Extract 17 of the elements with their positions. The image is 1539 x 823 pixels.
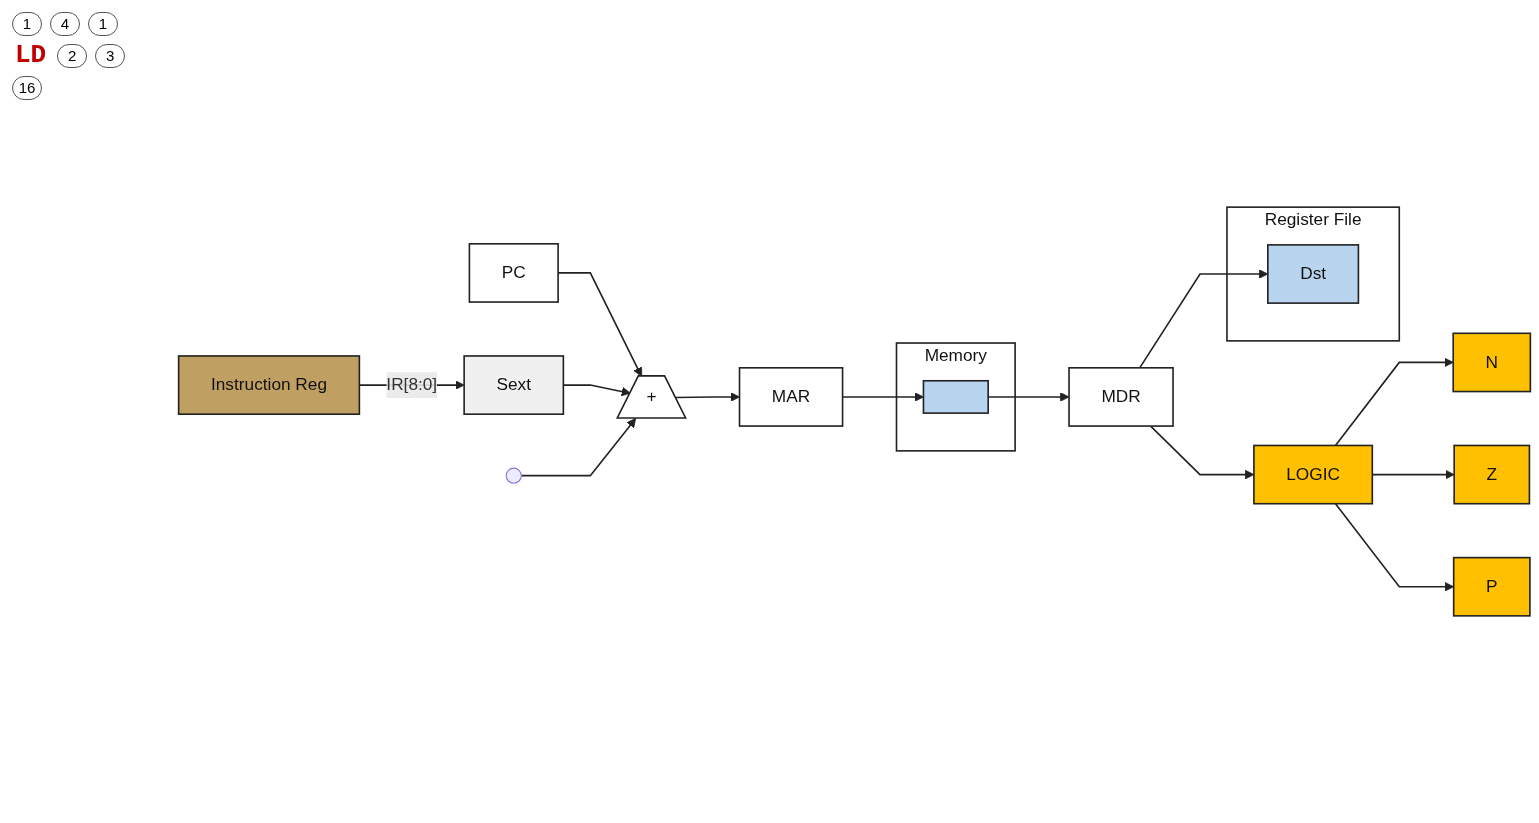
signal-label: LD <box>14 44 48 66</box>
node-box: Dst <box>1267 244 1360 304</box>
node-box: PC <box>468 243 559 303</box>
arrow <box>1334 357 1454 447</box>
node-box: LOGIC <box>1253 444 1374 505</box>
arrow <box>674 392 740 402</box>
node-box: Sext <box>463 355 565 415</box>
node-box: P <box>1452 556 1531 617</box>
node-box: MDR <box>1068 367 1174 427</box>
arrow <box>520 418 637 477</box>
node-box: Instruction Reg <box>177 355 361 415</box>
node-box: MAR <box>738 367 844 427</box>
node-box: N <box>1452 332 1532 393</box>
cluster: Memory <box>895 342 1016 452</box>
edge-label: IR[8:0] <box>386 375 438 394</box>
node-box: Z <box>1453 444 1531 505</box>
node-bar <box>922 379 989 414</box>
